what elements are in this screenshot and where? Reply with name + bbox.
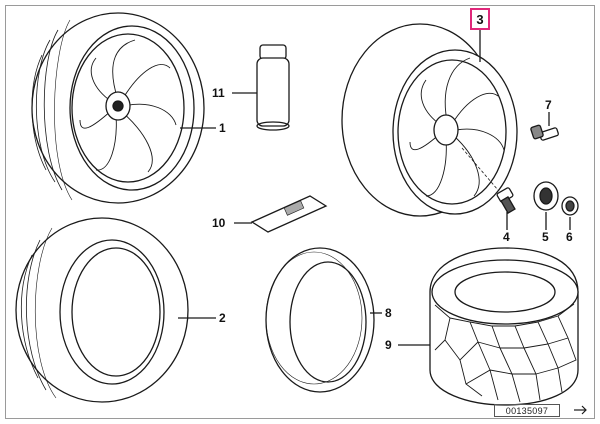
tire-sealant-can[interactable] [232, 44, 290, 131]
valve[interactable] [530, 112, 559, 141]
complete-wheel-tire[interactable] [31, 12, 216, 204]
catalog-number: 00135097 [494, 404, 560, 417]
part-label-3: 3 [476, 11, 484, 27]
snow-chain[interactable] [398, 247, 579, 406]
hub-cap[interactable] [533, 181, 559, 230]
part-label-1: 1 [219, 121, 226, 135]
part-label-2: 2 [219, 311, 226, 325]
inner-tube[interactable] [265, 247, 382, 393]
part-label-9: 9 [385, 338, 392, 352]
part-label-6: 6 [566, 230, 573, 244]
part-label-8: 8 [385, 306, 392, 320]
part-label-10: 10 [212, 216, 226, 230]
part-label-7: 7 [545, 98, 552, 112]
tire[interactable] [15, 217, 216, 403]
part-label-4: 4 [503, 230, 510, 244]
part-label-3-highlighted[interactable]: 3 [470, 8, 490, 30]
emblem[interactable] [561, 196, 579, 230]
part-label-5: 5 [542, 230, 549, 244]
wheel-bolt[interactable] [461, 147, 516, 230]
light-alloy-rim[interactable] [341, 23, 518, 217]
part-label-11: 11 [212, 86, 225, 100]
diagram-frame [5, 5, 595, 419]
direction-arrow-icon [574, 405, 587, 415]
tire-pressure-label[interactable] [234, 195, 328, 233]
